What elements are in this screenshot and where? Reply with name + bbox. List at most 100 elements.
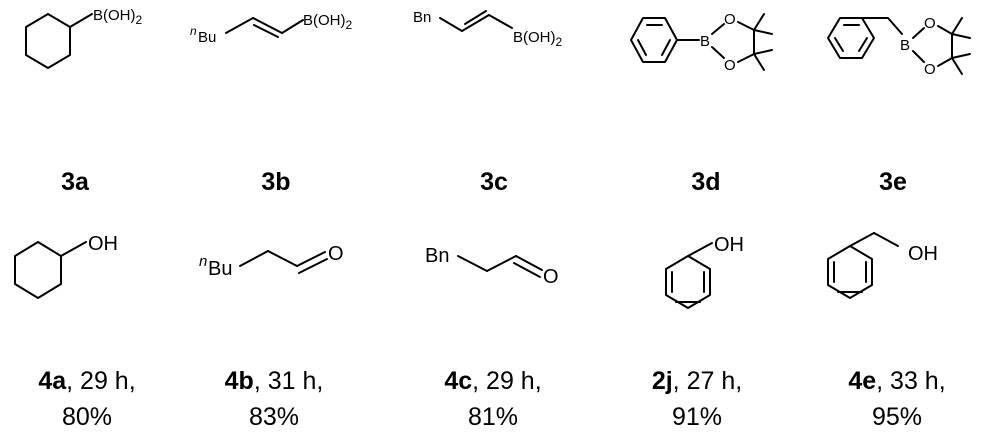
bond bbox=[937, 57, 953, 67]
aromatic-bond bbox=[834, 37, 844, 52]
boronic-acid-label: B(OH)2 bbox=[303, 12, 353, 32]
bond bbox=[912, 27, 925, 39]
bond bbox=[457, 255, 488, 272]
structure-3a: B(OH)2 bbox=[25, 7, 143, 69]
reaction-time: , 33 h, bbox=[876, 367, 946, 395]
structure-4c: Bn O bbox=[425, 245, 559, 288]
product-result-4b: 4b, 31 h, 83% bbox=[174, 363, 374, 435]
bond bbox=[69, 13, 93, 28]
hydroxyl-label: OH bbox=[714, 234, 744, 256]
double-bond-inner bbox=[464, 10, 487, 25]
oxygen-atom: O bbox=[724, 57, 736, 74]
product-result-4a: 4a, 29 h, 80% bbox=[0, 363, 187, 435]
bond bbox=[711, 46, 725, 59]
hydroxyl-label: OH bbox=[88, 233, 118, 255]
carbonyl-oxygen: O bbox=[328, 243, 344, 265]
bond bbox=[737, 21, 755, 31]
boron-atom: B bbox=[900, 37, 910, 54]
benzene-ring bbox=[827, 245, 873, 299]
compound-label-3b: 3b bbox=[261, 168, 291, 196]
structure-4a: OH bbox=[14, 233, 118, 299]
compound-label-3c: 3c bbox=[480, 168, 508, 196]
bond bbox=[239, 250, 269, 267]
structure-3c: Bn B(OH)2 bbox=[413, 9, 563, 49]
compound-label-3e: 3e bbox=[879, 168, 907, 196]
methyl bbox=[951, 17, 963, 35]
methyl bbox=[753, 29, 773, 35]
product-id: 4c bbox=[444, 367, 473, 395]
product-yield: 81% bbox=[467, 403, 519, 431]
cyclohexane-ring bbox=[25, 13, 71, 69]
bond bbox=[486, 255, 517, 272]
bond bbox=[267, 250, 298, 267]
aromatic-bond bbox=[637, 39, 647, 56]
product-result-2j: 2j, 27 h, 91% bbox=[597, 363, 797, 435]
boron-atom: B bbox=[700, 33, 710, 50]
double-bond bbox=[515, 255, 543, 271]
carbonyl-oxygen: O bbox=[543, 266, 559, 288]
reaction-time: , 29 h, bbox=[66, 367, 136, 395]
structure-4b: n Bu O bbox=[199, 243, 344, 280]
product-id: 4b bbox=[224, 367, 254, 395]
product-yield: 80% bbox=[61, 403, 113, 431]
bond bbox=[281, 19, 304, 34]
product-yield: 83% bbox=[248, 403, 300, 431]
methyl bbox=[951, 53, 971, 59]
hydroxyl-label: OH bbox=[908, 243, 938, 265]
structure-3d: B O O bbox=[630, 11, 773, 74]
product-id: 2j bbox=[651, 367, 673, 395]
methyl bbox=[753, 49, 773, 55]
double-bond-inner bbox=[298, 258, 328, 274]
reaction-time: , 29 h, bbox=[472, 367, 542, 395]
n-prefix: n bbox=[199, 253, 207, 270]
compound-label-3a: 3a bbox=[61, 168, 89, 196]
product-id: 4e bbox=[848, 367, 877, 395]
bond bbox=[711, 23, 725, 35]
structure-4e: OH bbox=[827, 232, 938, 299]
alkyl-label: Bn bbox=[425, 245, 449, 267]
bond bbox=[687, 242, 713, 257]
reaction-time: , 27 h, bbox=[672, 367, 743, 395]
bond bbox=[60, 241, 87, 257]
reaction-time: , 31 h, bbox=[253, 367, 324, 395]
boronic-acid-label: B(OH)2 bbox=[513, 29, 563, 49]
product-result-4c: 4c, 29 h, 81% bbox=[393, 363, 593, 435]
boronic-acid-label: B(OH)2 bbox=[93, 7, 143, 27]
structure-2j: OH bbox=[665, 234, 744, 309]
alkyl-label: Bu bbox=[208, 258, 232, 280]
bond bbox=[439, 17, 463, 32]
product-id: 4a bbox=[38, 367, 67, 395]
double-bond bbox=[252, 17, 283, 34]
bond bbox=[849, 232, 875, 247]
compound-label-3d: 3d bbox=[691, 168, 721, 196]
methyl bbox=[753, 13, 765, 31]
aromatic-bond bbox=[858, 37, 868, 52]
n-prefix: n bbox=[190, 24, 197, 38]
bond bbox=[887, 17, 903, 35]
bond bbox=[488, 14, 513, 29]
double-bond-inner bbox=[253, 24, 279, 38]
bond bbox=[937, 25, 953, 35]
oxygen-atom: O bbox=[724, 11, 736, 28]
double-bond-inner bbox=[513, 262, 541, 278]
product-yield: 95% bbox=[871, 403, 923, 431]
aromatic-bond bbox=[661, 39, 671, 56]
oxygen-atom: O bbox=[924, 15, 936, 32]
double-bond bbox=[296, 251, 326, 267]
product-yield: 91% bbox=[671, 403, 723, 431]
methyl bbox=[753, 53, 765, 71]
bond bbox=[225, 17, 254, 34]
bond bbox=[873, 232, 899, 247]
double-bond bbox=[461, 14, 490, 32]
alkyl-label: Bn bbox=[413, 9, 431, 26]
benzene-ring bbox=[665, 255, 711, 309]
cyclohexane-ring bbox=[14, 241, 62, 299]
oxygen-atom: O bbox=[924, 61, 936, 78]
alkyl-label: Bu bbox=[198, 29, 216, 46]
structure-3b: n Bu B(OH)2 bbox=[190, 12, 353, 46]
methyl bbox=[951, 33, 971, 39]
product-result-4e: 4e, 33 h, 95% bbox=[797, 363, 991, 435]
structure-3e: B O O bbox=[827, 15, 971, 78]
methyl bbox=[951, 57, 963, 75]
